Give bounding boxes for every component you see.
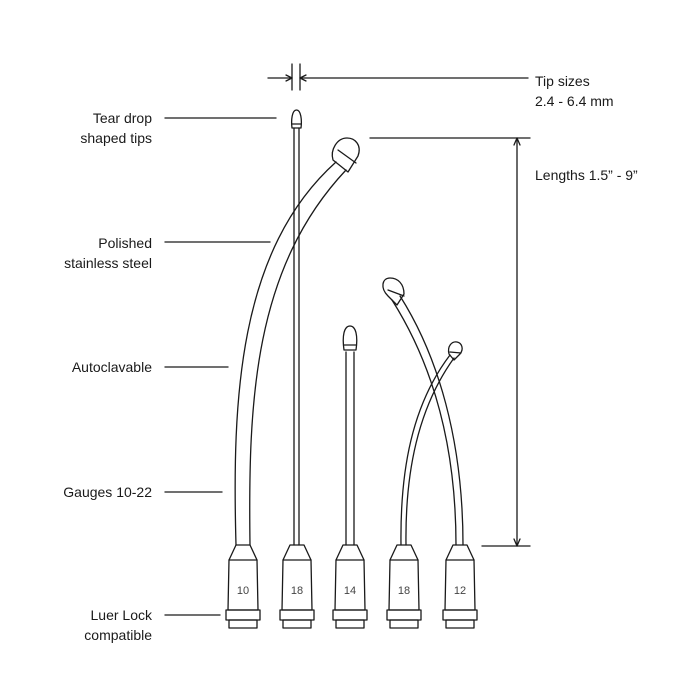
callout-polished-line1: Polished: [98, 235, 152, 251]
callout-tear-drop-line2: shaped tips: [80, 130, 152, 146]
hub-label-2: 18: [291, 585, 303, 597]
callout-gauges: Gauges 10-22: [63, 484, 152, 500]
luer-hubs: [225, 544, 478, 629]
hub-label-1: 10: [237, 585, 249, 597]
needle-1: [234, 137, 360, 546]
tip-size-dimension: [267, 63, 529, 91]
needle-4: [382, 277, 464, 546]
callout-autoclavable: Autoclavable: [71, 359, 152, 375]
callout-luer-line2: compatible: [84, 627, 152, 643]
hub-label-4: 18: [398, 585, 410, 597]
hub-label-3: 14: [344, 585, 356, 597]
callout-polished-line2: stainless steel: [64, 255, 152, 271]
callout-luer: Luer Lock compatible: [84, 605, 152, 645]
tip-sizes-line1: Tip sizes: [535, 73, 590, 89]
callout-polished: Polished stainless steel: [64, 233, 152, 273]
callout-tear-drop-line1: Tear drop: [92, 110, 152, 126]
tip-sizes-line2: 2.4 - 6.4 mm: [535, 93, 614, 109]
tip-sizes-label: Tip sizes 2.4 - 6.4 mm: [535, 71, 614, 111]
hub-label-5: 12: [454, 585, 466, 597]
needle-5: [400, 341, 463, 546]
needle-2: [290, 109, 303, 546]
needle-3: [342, 325, 358, 546]
lengths-label: Lengths 1.5” - 9”: [535, 167, 638, 183]
length-dimension: [369, 137, 531, 547]
callout-luer-line1: Luer Lock: [90, 607, 152, 623]
callout-tear-drop: Tear drop shaped tips: [80, 108, 152, 148]
